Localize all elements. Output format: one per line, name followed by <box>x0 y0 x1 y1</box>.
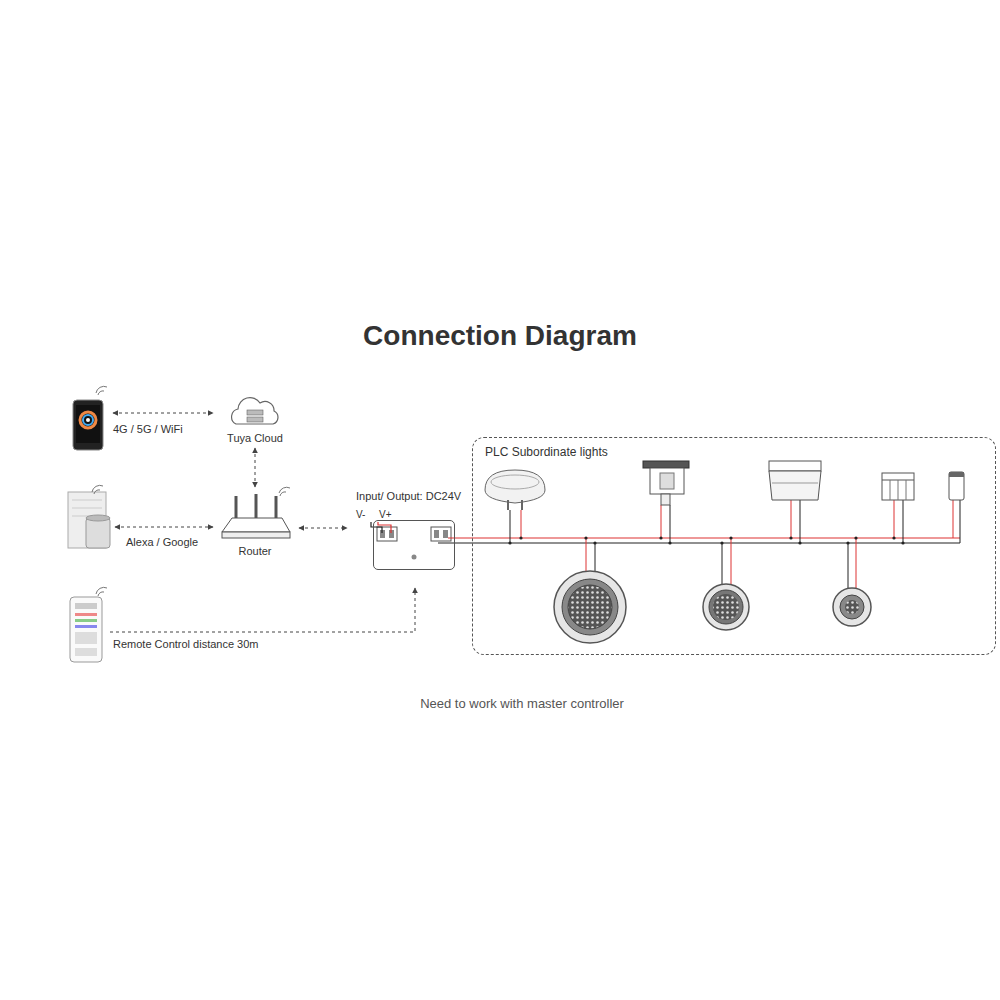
pin-label: V- <box>356 508 365 521</box>
controller-box: Input/ Output: DC24V <box>373 520 455 570</box>
cloud-node: Tuya Cloud <box>222 393 288 445</box>
node-label: Router <box>217 545 293 558</box>
pool-light-large <box>554 571 626 643</box>
link-label: 4G / 5G / WiFi <box>113 423 183 436</box>
link-connector <box>299 528 347 529</box>
phone-icon <box>73 386 107 450</box>
wall-light <box>769 461 821 500</box>
pool-light-medium <box>703 584 749 630</box>
node-label: Input/ Output: DC24V <box>356 490 461 503</box>
smart-speaker-icon <box>68 485 110 548</box>
remote-link-line <box>110 588 415 632</box>
link-line <box>115 527 213 528</box>
link-label: Remote Control distance 30m <box>113 638 259 651</box>
node-label: Tuya Cloud <box>222 432 288 445</box>
par-lamp <box>485 470 545 510</box>
inground-light <box>882 473 914 500</box>
cloud-icon <box>232 398 278 424</box>
plc-region: PLC Subordinate lights <box>472 437 996 655</box>
pool-light-small <box>833 588 871 626</box>
controller-terminals <box>371 522 451 560</box>
link-line <box>113 413 213 414</box>
title: Connection Diagram <box>0 320 1000 352</box>
router-icon <box>222 487 290 538</box>
node-label: PLC Subordinate lights <box>485 446 608 459</box>
link-connector <box>255 448 256 487</box>
caption: Need to work with master controller <box>272 696 772 711</box>
router-node: Router <box>217 490 293 558</box>
mini-light <box>949 472 964 500</box>
bus-wires <box>438 500 960 588</box>
link-label: Alexa / Google <box>126 536 198 549</box>
spot-light <box>643 461 689 505</box>
pin-label: V+ <box>379 508 392 521</box>
remote-icon <box>70 587 107 662</box>
